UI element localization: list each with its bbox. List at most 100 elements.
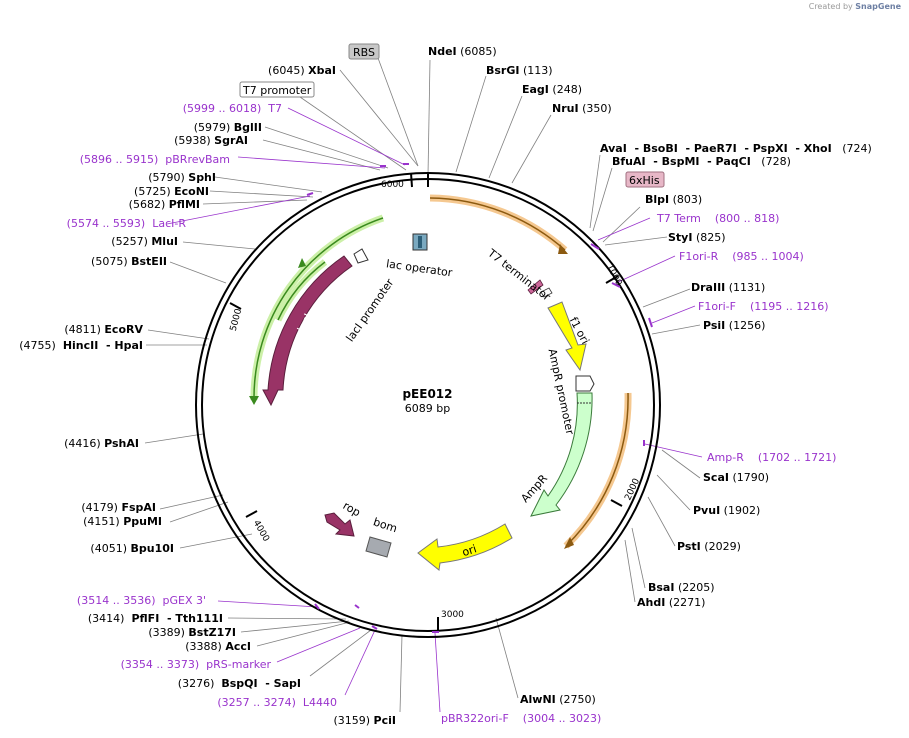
site-position: (5075) bbox=[91, 255, 128, 268]
label-lac-operator: lac operator bbox=[385, 257, 453, 279]
rbs-box bbox=[348, 43, 380, 60]
site-name: BfuAI - BspMI - PaqCI bbox=[612, 155, 751, 168]
map-label: PvuI (1902) bbox=[693, 504, 760, 517]
site-name: EagI bbox=[522, 83, 549, 96]
site-position: (1131) bbox=[729, 281, 766, 294]
map-label: NdeI (6085) bbox=[428, 45, 497, 58]
primer-leader-lines bbox=[166, 107, 703, 713]
map-label: F1ori-R (985 .. 1004) bbox=[679, 250, 804, 263]
site-name: BstEII bbox=[131, 255, 167, 268]
plasmid-size: 6089 bp bbox=[404, 402, 451, 415]
site-name: PciI bbox=[374, 714, 396, 727]
site-position: (803) bbox=[673, 193, 703, 206]
feature-lac-operator-inner bbox=[418, 236, 422, 248]
map-label: (5682) PflMI bbox=[129, 198, 200, 211]
laci-orf-arrow2 bbox=[298, 258, 306, 268]
site-name: pBRrevBam bbox=[165, 153, 230, 166]
site-name: HincII - HpaI bbox=[63, 339, 143, 352]
site-position: (3414) bbox=[88, 612, 125, 625]
label-bom: bom bbox=[372, 515, 399, 535]
feature-ori bbox=[417, 523, 513, 571]
site-name: SphI bbox=[188, 171, 216, 184]
site-name: BstZ17I bbox=[188, 626, 236, 639]
map-label: PstI (2029) bbox=[677, 540, 741, 553]
map-label: (3514 .. 3536) pGEX 3' bbox=[77, 594, 206, 607]
site-name: PflFI - Tth111I bbox=[131, 612, 223, 625]
site-position: (5682) bbox=[129, 198, 166, 211]
site-position: (3514 .. 3536) bbox=[77, 594, 156, 607]
site-position: (985 .. 1004) bbox=[732, 250, 804, 263]
site-name: PflMI bbox=[169, 198, 200, 211]
feature-rop bbox=[324, 512, 355, 537]
site-name: ScaI bbox=[703, 471, 729, 484]
site-position: (5896 .. 5915) bbox=[80, 153, 159, 166]
map-label: (4179) FspAI bbox=[81, 501, 156, 514]
site-name: F1ori-F bbox=[698, 300, 736, 313]
primer-marks bbox=[306, 163, 653, 633]
site-position: (3354 .. 3373) bbox=[121, 658, 200, 671]
site-name: AccI bbox=[225, 640, 251, 653]
site-name: AvaI - BsoBI - PaeR7I - PspXI - XhoI bbox=[600, 142, 832, 155]
site-name: BsrGI bbox=[486, 64, 519, 77]
map-label: (5938) SgrAI bbox=[174, 134, 248, 147]
laci-orf-arrow bbox=[249, 396, 259, 405]
snapgene-credit: Created by SnapGene bbox=[809, 2, 901, 11]
snapgene-logo: SnapGene bbox=[855, 2, 901, 11]
site-name: T7 bbox=[267, 102, 282, 115]
site-name: L4440 bbox=[303, 696, 337, 709]
map-label: NruI (350) bbox=[552, 102, 612, 115]
map-label: BsrGI (113) bbox=[486, 64, 553, 77]
map-label: (4051) Bpu10I bbox=[90, 542, 174, 555]
map-label: (5999 .. 6018) T7 bbox=[183, 102, 282, 115]
site-name: EcoNI bbox=[174, 185, 209, 198]
site-position: (4416) bbox=[64, 437, 101, 450]
map-label: EagI (248) bbox=[522, 83, 582, 96]
site-position: (5999 .. 6018) bbox=[183, 102, 262, 115]
site-name: PstI bbox=[677, 540, 701, 553]
site-name: BlpI bbox=[645, 193, 669, 206]
map-label: (3276) BspQI - SapI bbox=[178, 677, 301, 690]
site-position: (3276) bbox=[178, 677, 215, 690]
site-position: (800 .. 818) bbox=[715, 212, 780, 225]
site-name: BspQI - SapI bbox=[221, 677, 301, 690]
site-position: (2205) bbox=[678, 581, 715, 594]
orf-arrow-top-right bbox=[558, 244, 568, 254]
site-name: pGEX 3' bbox=[162, 594, 206, 607]
site-name: PpuMI bbox=[123, 515, 162, 528]
site-name: StyI bbox=[668, 231, 692, 244]
label-rop: rop bbox=[341, 499, 363, 519]
map-label: (5896 .. 5915) pBRrevBam bbox=[80, 153, 230, 166]
t7-promoter-box bbox=[239, 81, 315, 98]
orf-arrow-right bbox=[564, 537, 574, 549]
site-name: NdeI bbox=[428, 45, 457, 58]
map-label: Amp-R (1702 .. 1721) bbox=[707, 451, 836, 464]
site-name: BsaI bbox=[648, 581, 674, 594]
site-position: (2029) bbox=[704, 540, 741, 553]
right-primer-labels: T7 Term (800 .. 818) F1ori-R (985 .. 100… bbox=[441, 212, 836, 725]
site-name: Bpu10I bbox=[131, 542, 175, 555]
feature-laci-promoter bbox=[353, 248, 369, 264]
laci-orf-arc2-line bbox=[277, 261, 326, 321]
tick-label-6000: 6000 bbox=[381, 180, 404, 190]
6xhis-box bbox=[625, 171, 665, 188]
rbs-label: RBS bbox=[353, 46, 375, 59]
site-position: (724) bbox=[842, 142, 872, 155]
site-name: pBR322ori-F bbox=[441, 712, 509, 725]
orf-arc-top-right bbox=[429, 194, 568, 253]
map-label: (4151) PpuMI bbox=[83, 515, 162, 528]
feature-laci bbox=[262, 255, 353, 407]
site-name: SgrAI bbox=[214, 134, 248, 147]
site-name: Amp-R bbox=[707, 451, 744, 464]
label-ori: ori bbox=[461, 542, 479, 559]
site-position: (350) bbox=[582, 102, 612, 115]
site-name: FspAI bbox=[121, 501, 156, 514]
site-position: (1902) bbox=[724, 504, 761, 517]
site-name: AlwNI bbox=[520, 693, 556, 706]
map-label: (5075) BstEII bbox=[91, 255, 167, 268]
site-position: (2750) bbox=[559, 693, 596, 706]
site-name: XbaI bbox=[308, 64, 336, 77]
site-position: (3388) bbox=[185, 640, 222, 653]
map-label: (5725) EcoNI bbox=[134, 185, 209, 198]
map-label: (4416) PshAI bbox=[64, 437, 139, 450]
